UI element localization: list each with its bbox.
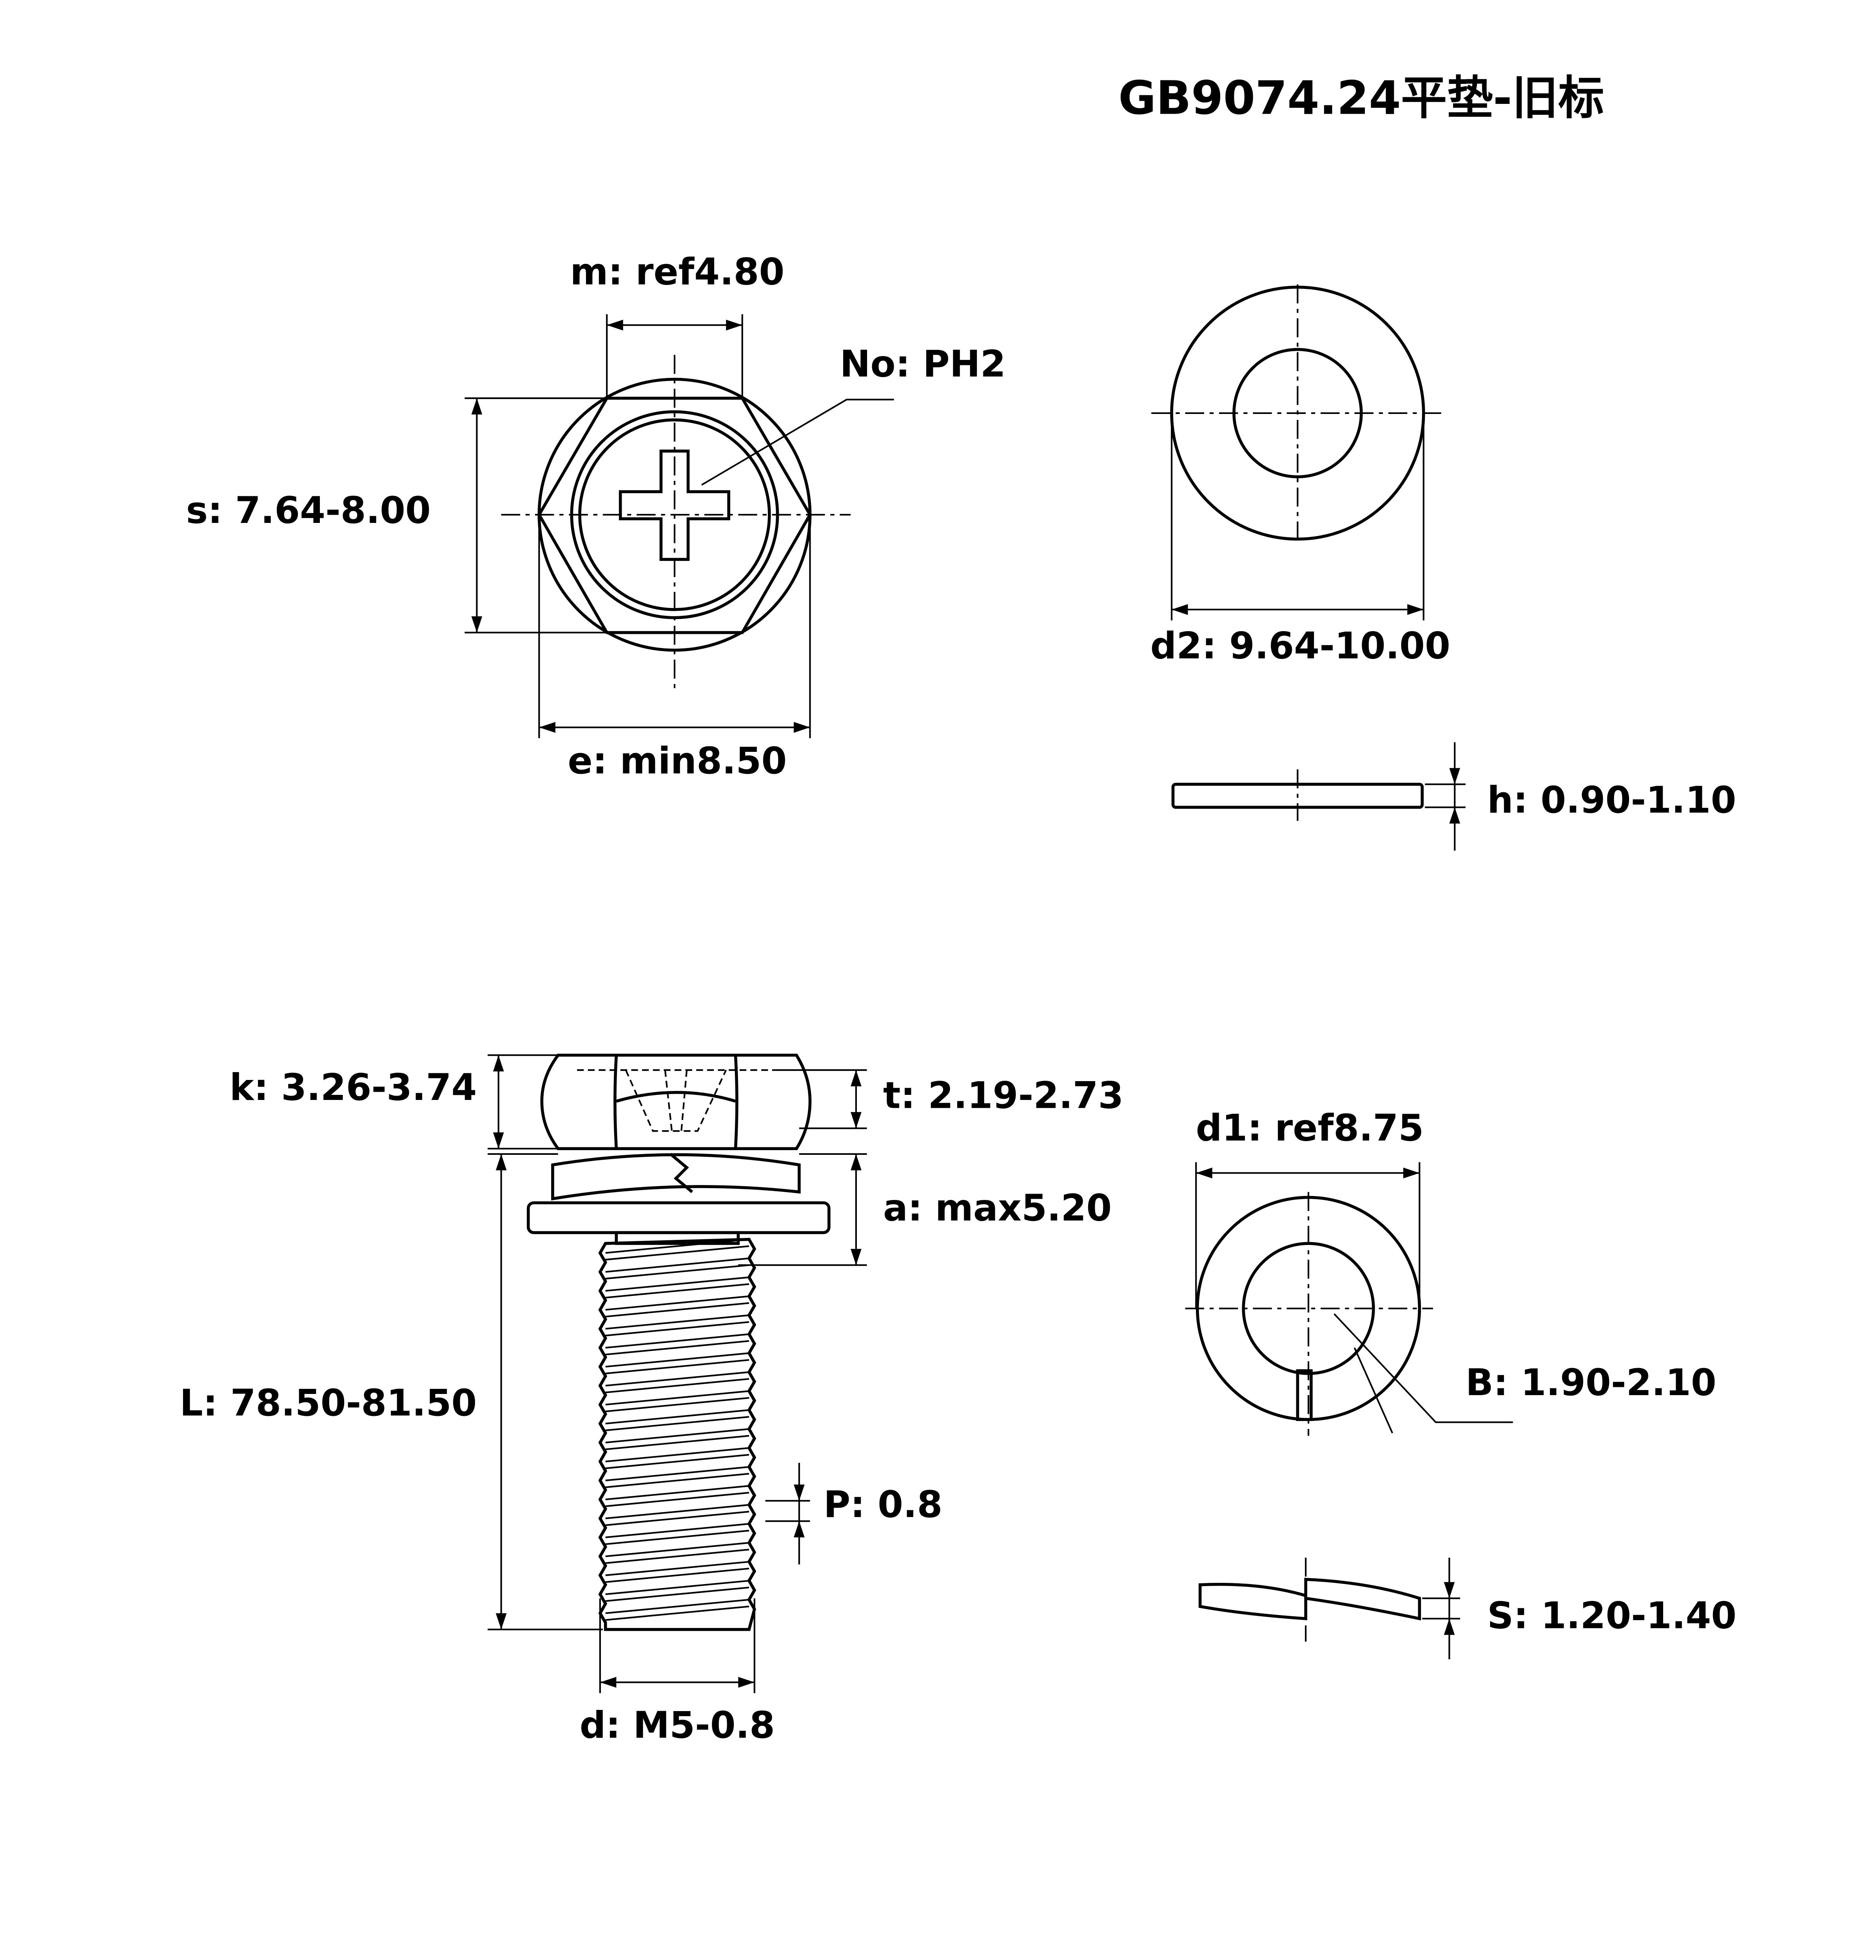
thread-crest bbox=[605, 1504, 749, 1526]
thread-crest bbox=[605, 1276, 749, 1299]
label-m: m: ref4.80 bbox=[570, 251, 784, 294]
flat-washer-side-view bbox=[1171, 742, 1466, 851]
screw-head-top-view bbox=[464, 314, 894, 739]
label-L: L: 78.50-81.50 bbox=[180, 1382, 477, 1425]
spring-washer-side-view bbox=[1198, 1557, 1461, 1659]
thread-crest bbox=[605, 1428, 749, 1450]
label-e: e: min8.50 bbox=[568, 740, 787, 782]
technical-drawing: GB9074.24平垫-旧标 m: ref4.80 No: PH2 s: 7.6… bbox=[180, 71, 1736, 1747]
thread-crest bbox=[605, 1390, 749, 1412]
thread-body bbox=[598, 1238, 757, 1631]
thread-crest bbox=[605, 1371, 749, 1394]
thread-crest bbox=[605, 1447, 749, 1469]
screw-assembly-side-view bbox=[488, 1053, 867, 1693]
thread-crest bbox=[605, 1352, 749, 1374]
thread-crest bbox=[605, 1542, 749, 1564]
thread-crest bbox=[605, 1409, 749, 1431]
label-k: k: 3.26-3.74 bbox=[230, 1066, 477, 1109]
thread-crest bbox=[605, 1295, 749, 1318]
phillips-recess-icon bbox=[619, 449, 730, 561]
thread-outline bbox=[598, 1238, 757, 1631]
label-a: a: max5.20 bbox=[883, 1187, 1112, 1229]
label-no: No: PH2 bbox=[840, 343, 1005, 386]
thread-crest bbox=[605, 1314, 749, 1337]
label-B: B: 1.90-2.10 bbox=[1466, 1361, 1716, 1404]
flat-washer-top-view bbox=[1151, 284, 1447, 621]
thread-crest bbox=[605, 1238, 749, 1261]
thread-crest bbox=[605, 1333, 749, 1356]
label-S: S: 1.20-1.40 bbox=[1487, 1594, 1736, 1637]
spring-washer-top-view bbox=[1185, 1162, 1513, 1436]
thread-crest bbox=[605, 1523, 749, 1545]
thread-crest bbox=[605, 1561, 749, 1583]
thread-crest bbox=[605, 1485, 749, 1507]
label-s: s: 7.64-8.00 bbox=[186, 489, 431, 532]
thread-crest bbox=[605, 1580, 749, 1602]
thread-crest bbox=[605, 1257, 749, 1279]
label-h: h: 0.90-1.10 bbox=[1487, 779, 1736, 822]
label-t: t: 2.19-2.73 bbox=[883, 1074, 1123, 1117]
label-d1: d1: ref8.75 bbox=[1196, 1107, 1424, 1149]
label-d2: d2: 9.64-10.00 bbox=[1150, 624, 1450, 667]
thread-crest bbox=[605, 1599, 749, 1621]
label-d: d: M5-0.8 bbox=[580, 1704, 775, 1747]
drawing-sheet: GB9074.24平垫-旧标 m: ref4.80 No: PH2 s: 7.6… bbox=[180, 71, 1736, 1747]
title: GB9074.24平垫-旧标 bbox=[1118, 71, 1604, 125]
label-P: P: 0.8 bbox=[824, 1483, 942, 1526]
thread-crest bbox=[605, 1466, 749, 1488]
